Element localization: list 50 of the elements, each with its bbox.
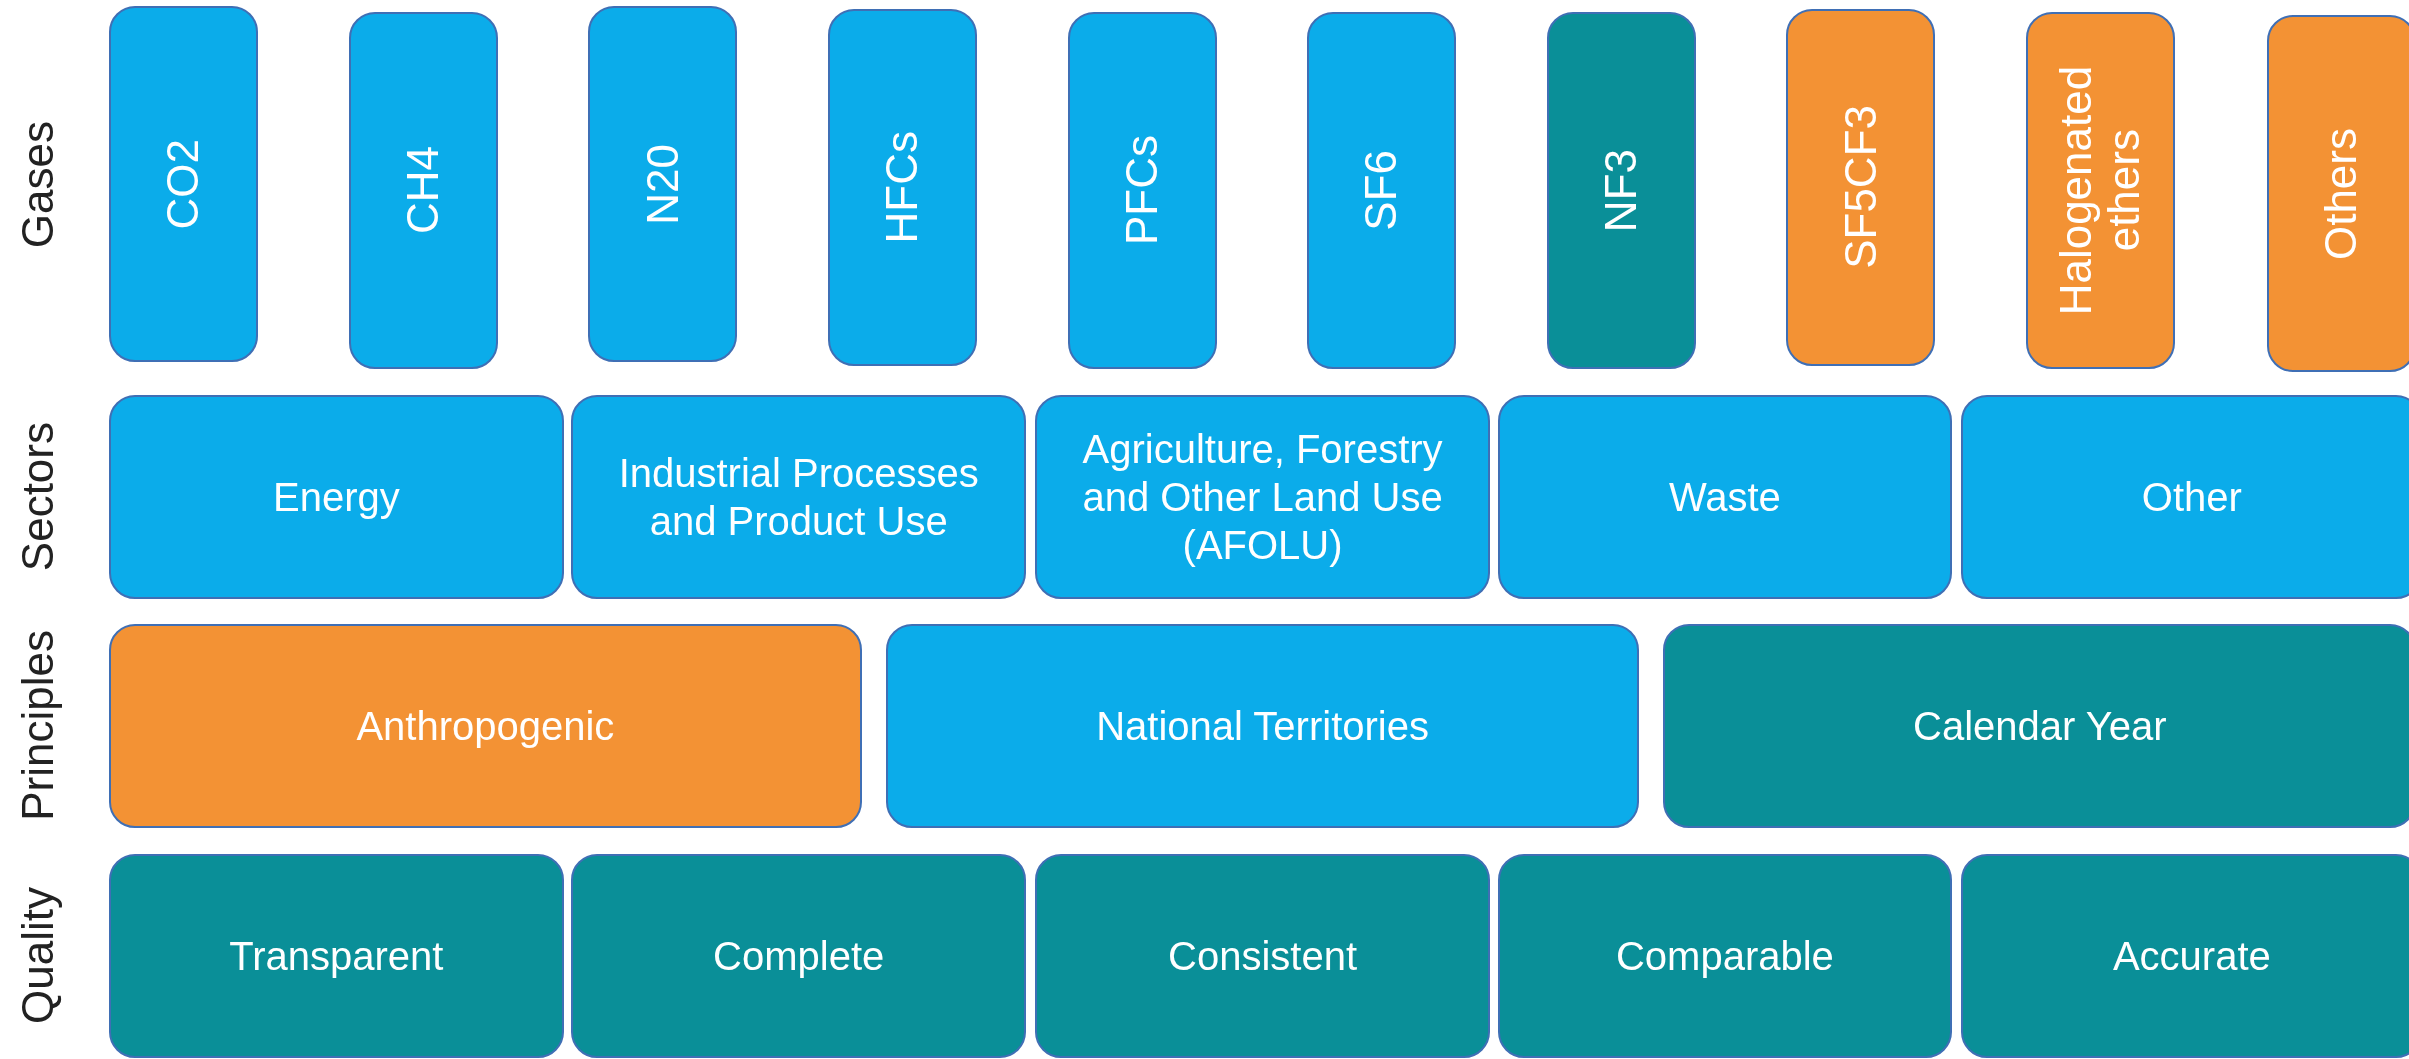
category-box [571,394,1027,600]
category-box [1035,394,1490,600]
box-label: PFCs [1117,135,1167,246]
row-label: Sectors [13,421,64,571]
category-box [571,854,1027,1059]
box-label: SF5CF3 [1836,105,1886,270]
box-label: Transparent [228,933,445,981]
box-label: Calendar Year [1912,702,2168,750]
box-label: SF6 [1357,150,1406,231]
box-label: NF3 [1597,148,1646,232]
category-box [1035,854,1490,1059]
gas-box [827,9,977,366]
gas-box [2267,15,2409,372]
box-label: Halogenated ethers [2052,64,2149,318]
gas-box [109,6,259,363]
box-label: HFCs [878,131,927,244]
category-box [109,854,564,1059]
gas-box [1546,12,1696,369]
row-label: Principles [13,629,64,821]
box-label: Industrial Processes and Product Use [617,449,980,545]
category-box [1497,394,1953,600]
box-label: Accurate [2111,933,2272,981]
category-box [1961,854,2409,1059]
gas-box [1307,12,1457,369]
box-label: National Territories [1095,702,1430,750]
category-box [1497,854,1953,1059]
category-box [109,394,564,600]
box-label: Consistent [1167,933,1359,981]
box-label: Others [2317,127,2366,260]
row-label: Quality [13,886,64,1024]
box-label: Energy [272,473,401,521]
box-label: Waste [1667,473,1782,521]
gas-box [348,12,498,369]
box-label: CH4 [398,146,448,235]
row-label: Gases [13,120,64,248]
box-label: N20 [638,143,687,225]
gas-box [1786,9,1936,366]
box-label: CO2 [159,139,208,230]
category-box [109,623,862,828]
gas-box [588,6,738,363]
gas-box [1067,12,1217,369]
box-label: Comparable [1614,933,1835,981]
category-box [886,623,1639,828]
category-box [1663,623,2409,828]
box-label: Agriculture, Forestry and Other Land Use (AFOLU) [1081,425,1444,569]
box-label: Other [2140,473,2243,521]
category-box [1961,394,2409,600]
gas-box [2025,12,2175,369]
box-label: Complete [712,933,886,981]
box-label: Anthropogenic [355,702,616,750]
